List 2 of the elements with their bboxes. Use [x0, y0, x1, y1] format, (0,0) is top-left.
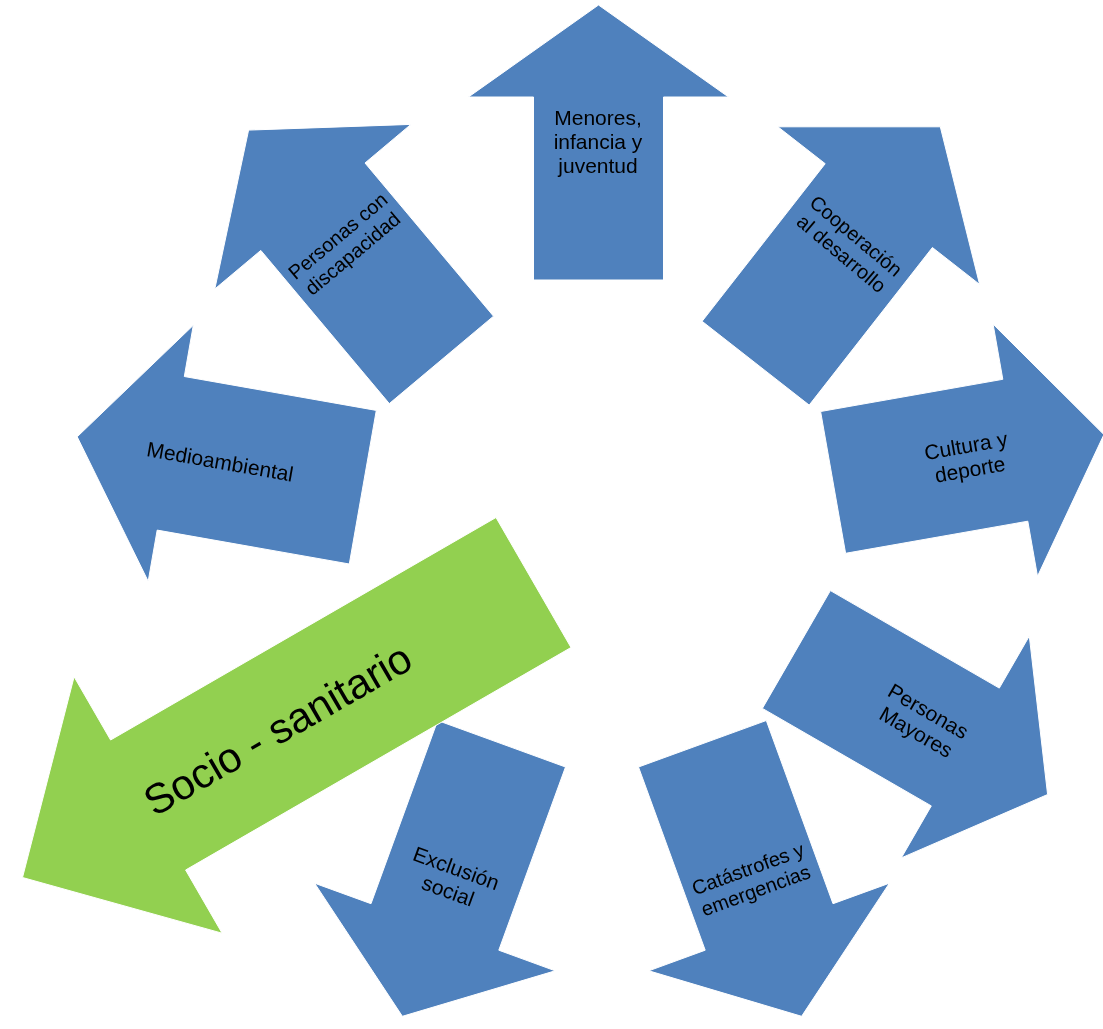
arrow-label: Menores, infancia y juventud [552, 105, 644, 179]
arrow-label: Cultura y deporte [921, 425, 1011, 489]
